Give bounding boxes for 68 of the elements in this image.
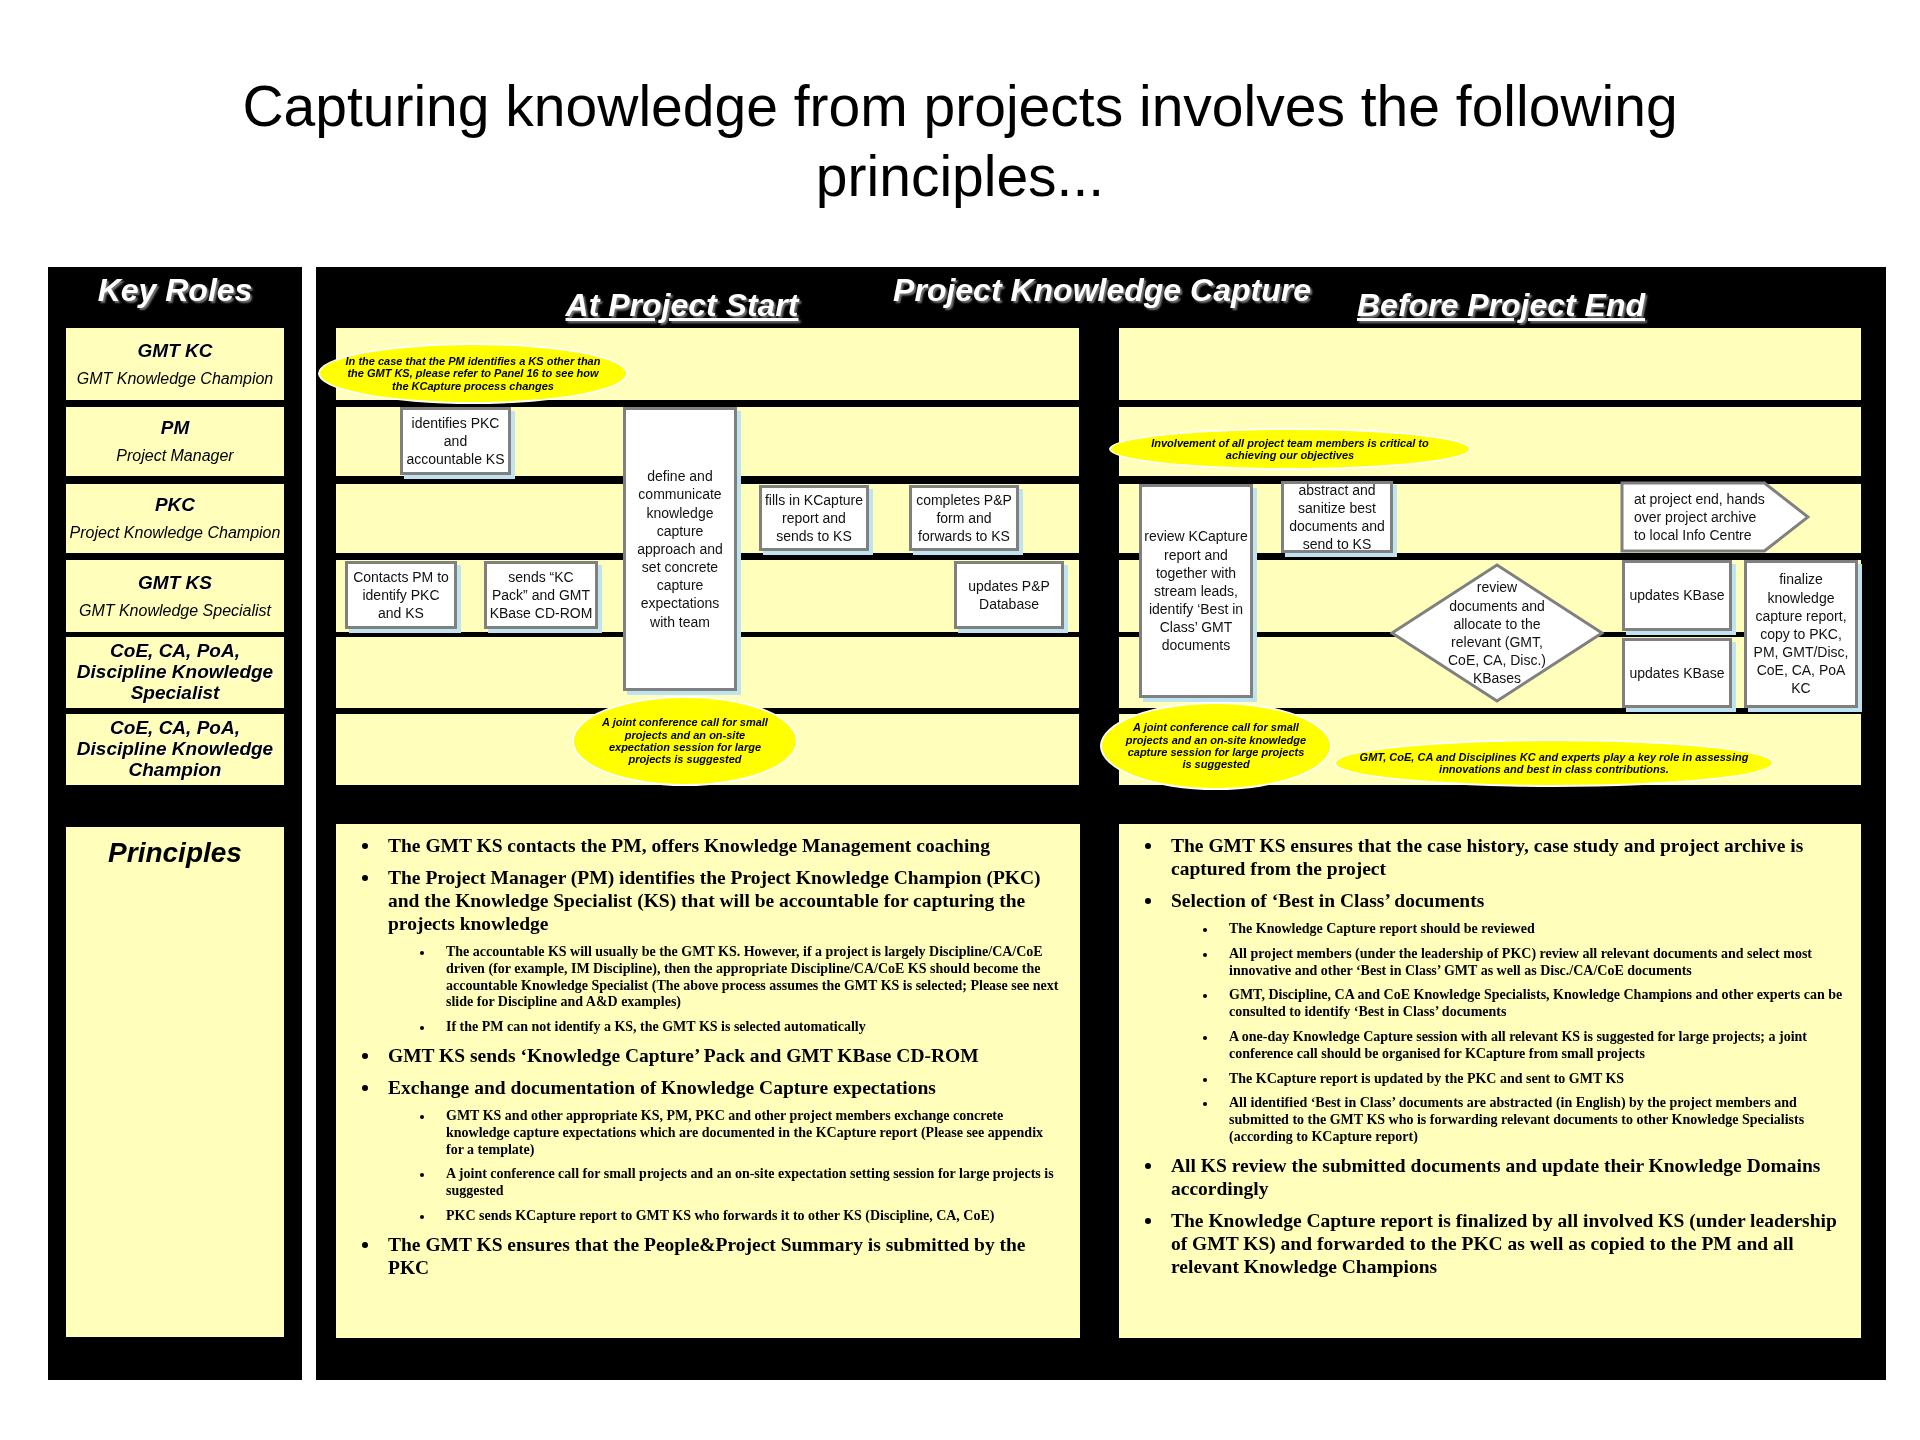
page-title: Capturing knowledge from projects involves the following principles... <box>241 73 1679 210</box>
arrow-shape <box>1620 481 1810 553</box>
role-name: GMT Knowledge Specialist <box>78 601 272 620</box>
role-box <box>66 484 284 553</box>
bullet-point: The accountable KS will usually be the GMT KS. However, if a project is largely Discipline/CA/CoE driven (for example, IM Discipline), then the appropriate Discipline/CA/CoE KS should become the accountable Knowledge Specialist (The above process assumes the GMT KS is selected; Please see next slide for Discipline and A&D examples) <box>350 944 1062 1012</box>
decision-diamond <box>1390 563 1604 703</box>
bullet-point: A one-day Knowledge Capture session with all relevant KS is suggested for large projects; a joint conference call should be organised for KCapture from small projects <box>1133 1029 1843 1063</box>
box-label: completes P&P form and forwards to KS <box>915 490 1013 546</box>
bullet-point: GMT, Discipline, CA and CoE Knowledge Specialists, Knowledge Champions and other experts can be consulted to identify ‘Best in Class’ documents <box>1133 987 1843 1021</box>
principles-panel <box>1119 824 1861 1338</box>
panel-heading: Project Knowledge Capture <box>893 272 1311 309</box>
bullet-point: All identified ‘Best in Class’ documents are abstracted (in English) by the project members and submitted to the GMT KS who is forwarding relevant documents to other Knowledge Specialists (according to KCapture report) <box>1133 1095 1843 1146</box>
callout-text: In the case that the PM identifies a KS other than the GMT KS, please refer to Panel 16 to see how the KCapture process changes <box>344 355 602 392</box>
section-panel <box>316 267 1886 1380</box>
role-name: Project Manager <box>116 447 234 465</box>
role-abbreviation: CoE, CA, PoA, Discipline Knowledge Specialist <box>75 641 275 704</box>
role-box <box>66 560 284 632</box>
bullet-point: The GMT KS contacts the PM, offers Knowledge Management coaching <box>350 834 1062 857</box>
bullet-point: GMT KS sends ‘Knowledge Capture’ Pack and GMT KBase CD-ROM <box>350 1044 1062 1067</box>
box-label: at project end, hands over project archive to local Info Centre <box>1634 489 1766 545</box>
section-heading: Principles <box>107 837 243 869</box>
callout-text: A joint conference call for small projects and an on-site knowledge capture session for large projects is suggested <box>1124 721 1308 771</box>
box-label: Contacts PM to identify PKC and KS <box>352 567 450 623</box>
role-name: GMT Knowledge Champion <box>76 369 274 388</box>
bullet-point: The Knowledge Capture report should be reviewed <box>1133 921 1843 938</box>
section-heading: Before Project End <box>1356 287 1646 324</box>
section-panel <box>48 267 302 1380</box>
bullet-point: The GMT KS ensures that the People&Project Summary is submitted by the PKC <box>350 1232 1062 1279</box>
box-label: updates KBase <box>1629 586 1725 605</box>
role-abbreviation: GMT KS <box>138 572 212 594</box>
bullet-point: Exchange and documentation of Knowledge Capture expectations <box>350 1076 1062 1099</box>
role-name: Project Knowledge Champion <box>69 524 281 542</box>
box-label: fills in KCapture report and sends to KS <box>764 490 864 546</box>
role-box <box>66 328 284 400</box>
principles-box <box>66 827 284 1337</box>
box-label: identifies PKC and accountable KS <box>405 413 506 469</box>
box-label: review documents and allocate to the relevant (GMT, CoE, CA, Disc.) KBases <box>1447 578 1547 688</box>
bullet-point: The Knowledge Capture report is finalized by all involved KS (under leadership of GMT KS) and forwarded to the PKC as well as copied to the PM and all relevant Knowledge Champions <box>1133 1208 1843 1278</box>
bullet-point: PKC sends KCapture report to GMT KS who forwards it to other KS (Discipline, CA, CoE) <box>350 1207 1062 1225</box>
bullet-point: GMT KS and other appropriate KS, PM, PKC and other project members exchange concrete knowledge capture expectations which are documented in the KCapture report (Please see appendix for a template) <box>350 1108 1062 1159</box>
bullet-point: All project members (under the leadership of PKC) review all relevant documents and select most innovative and other ‘Best in Class’ GMT as well as Disc./CA/CoE documents <box>1133 945 1843 980</box>
box-label: updates P&P Database <box>967 576 1051 614</box>
role-box <box>66 407 284 476</box>
callout-text: GMT, CoE, CA and Disciplines KC and experts play a key role in assessing innovations and best in class contributions. <box>1358 750 1750 776</box>
role-abbreviation: PM <box>160 418 190 440</box>
panel-heading: Key Roles <box>97 272 253 309</box>
role-abbreviation: CoE, CA, PoA, Discipline Knowledge Champion <box>75 718 275 781</box>
box-label: updates KBase <box>1629 663 1725 683</box>
role-box <box>66 637 284 708</box>
bullet-point: The KCapture report is updated by the PKC and sent to GMT KS <box>1133 1070 1843 1088</box>
box-label: review KCapture report and together with stream leads, identify ‘Best in Class’ GMT documents <box>1144 527 1248 655</box>
bullet-point: A joint conference call for small projects and an on-site expectation setting session for large projects is suggested <box>350 1166 1062 1200</box>
role-box <box>66 714 284 785</box>
bullet-point: The GMT KS ensures that the case history, case study and project archive is captured from the project <box>1133 834 1843 880</box>
box-label: sends “KC Pack” and GMT KBase CD-ROM <box>489 567 593 623</box>
bullet-point: If the PM can not identify a KS, the GMT KS is selected automatically <box>350 1019 1062 1036</box>
principles-panel <box>336 824 1080 1338</box>
box-label: abstract and sanitize best documents and send to KS <box>1288 480 1386 554</box>
section-heading: At Project Start <box>565 287 799 324</box>
callout-text: A joint conference call for small projects and an on-site expectation session for large projects is suggested <box>601 716 769 766</box>
callout-text: Involvement of all project team members is critical to achieving our objectives <box>1150 436 1430 462</box>
box-label: finalize knowledge capture report, copy to PKC, PM, GMT/Disc, CoE, CA, PoA KC <box>1752 570 1850 698</box>
bullet-point: Selection of ‘Best in Class’ documents <box>1133 889 1843 912</box>
box-label: define and communicate knowledge capture approach and set concrete capture expectations with team <box>636 467 724 631</box>
bullet-point: The Project Manager (PM) identifies the Project Knowledge Champion (PKC) and the Knowledge Specialist (KS) that will be accountable for capturing the projects knowledge <box>350 866 1062 935</box>
role-abbreviation: PKC <box>154 495 196 517</box>
role-abbreviation: GMT KC <box>137 340 213 362</box>
bullet-point: All KS review the submitted documents and update their Knowledge Domains accordingly <box>1133 1153 1843 1200</box>
